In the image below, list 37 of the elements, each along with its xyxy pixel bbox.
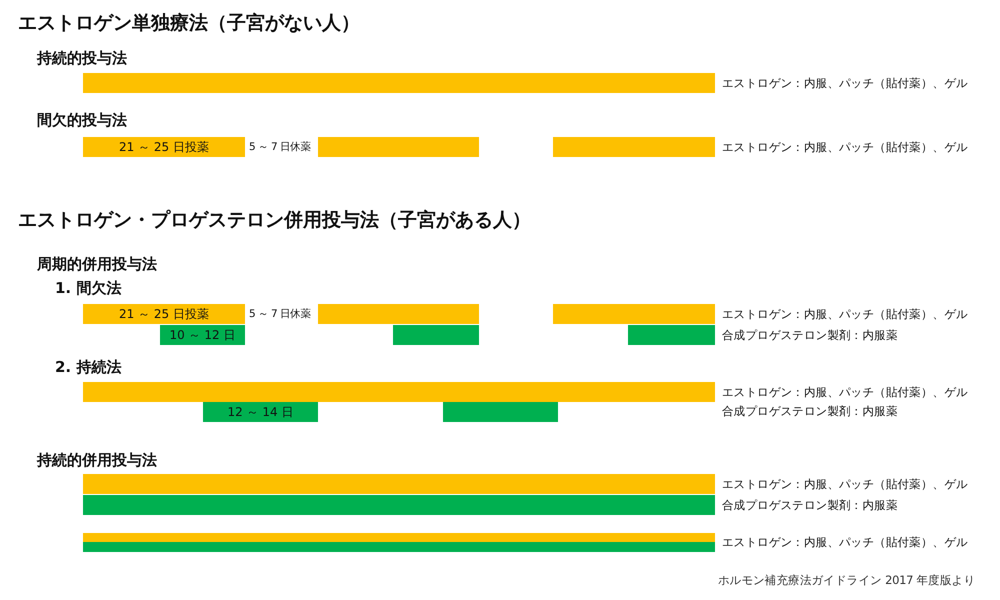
- row-label: エストロゲン：内服、パッチ（貼付薬）、ゲル: [722, 139, 968, 155]
- gap-label: 5 ～ 7 日休薬: [249, 307, 311, 321]
- dose-bar: [628, 325, 715, 345]
- dose-bar: [83, 474, 715, 494]
- dose-bar: [83, 542, 715, 552]
- duration-bar: 21 ～ 25 日投薬: [83, 304, 245, 324]
- row-label: 合成プロゲステロン製剤：内服薬: [722, 497, 898, 513]
- dose-bar: [393, 325, 479, 345]
- source-note: ホルモン補充療法ガイドライン 2017 年度版より: [718, 573, 975, 588]
- dose-bar: [83, 533, 715, 542]
- gap-label: 5 ～ 7 日休薬: [249, 140, 311, 154]
- subheading: 持続的併用投与法: [37, 451, 157, 470]
- row-label: エストロゲン：内服、パッチ（貼付薬）、ゲル: [722, 476, 968, 492]
- dose-bar: [553, 304, 715, 324]
- heading: エストロゲン単独療法（子宮がない人）: [18, 11, 360, 36]
- duration-bar: 12 ～ 14 日: [203, 402, 318, 422]
- row-label: エストロゲン：内服、パッチ（貼付薬）、ゲル: [722, 306, 968, 322]
- row-label: 合成プロゲステロン製剤：内服薬: [722, 327, 898, 343]
- dose-bar: [83, 495, 715, 515]
- dose-bar: [443, 402, 558, 422]
- row-label: エストロゲン：内服、パッチ（貼付薬）、ゲル: [722, 534, 968, 550]
- dose-bar: [318, 137, 479, 157]
- row-label: エストロゲン：内服、パッチ（貼付薬）、ゲル: [722, 384, 968, 400]
- dose-bar: [83, 73, 715, 93]
- duration-bar: 10 ～ 12 日: [160, 325, 245, 345]
- dose-bar: [318, 304, 479, 324]
- subheading: 持続的投与法: [37, 49, 127, 68]
- subheading: 周期的併用投与法: [37, 255, 157, 274]
- row-label: 合成プロゲステロン製剤：内服薬: [722, 404, 898, 419]
- subheading: 間欠的投与法: [37, 111, 127, 130]
- heading: エストロゲン・プロゲステロン併用投与法（子宮がある人）: [18, 208, 531, 233]
- duration-bar: 21 ～ 25 日投薬: [83, 137, 245, 157]
- dose-bar: [83, 382, 715, 402]
- dose-bar: [553, 137, 715, 157]
- subheading: 1. 間欠法: [55, 279, 122, 298]
- subheading: 2. 持続法: [55, 358, 122, 377]
- row-label: エストロゲン：内服、パッチ（貼付薬）、ゲル: [722, 75, 968, 91]
